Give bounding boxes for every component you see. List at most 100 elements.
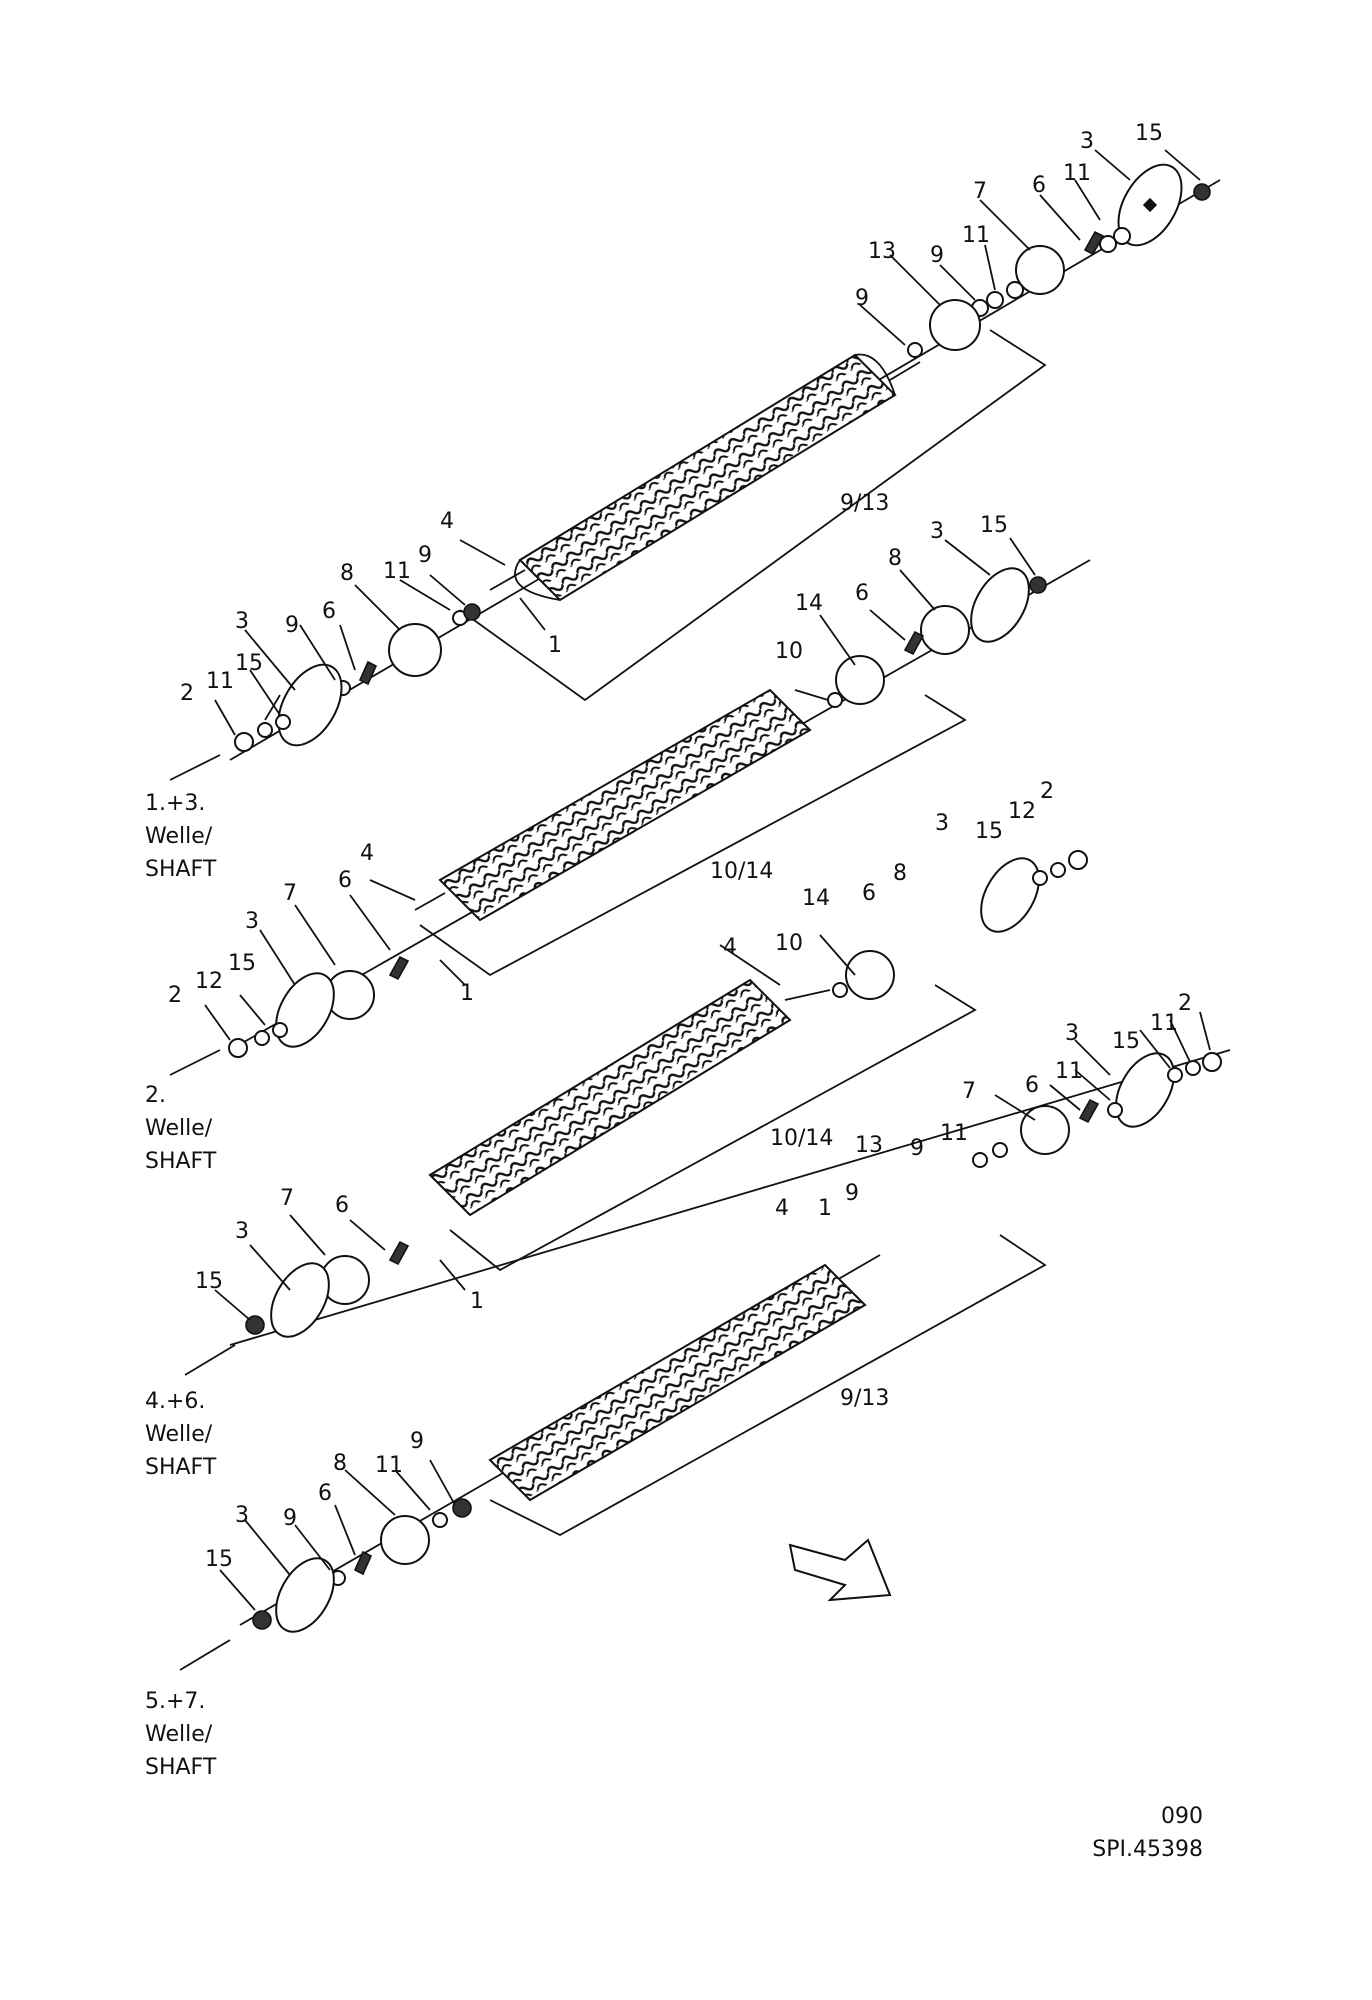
- callout: 3: [935, 811, 949, 836]
- callout: 7: [280, 1186, 294, 1211]
- shaft-assembly-1: 9/13 3 15 7 6 11 13 9: [145, 121, 1221, 882]
- callout: 11: [206, 669, 234, 694]
- washer: [272, 1022, 288, 1038]
- bracket-label: 10/14: [770, 1126, 833, 1151]
- star-wheel: [388, 623, 442, 677]
- callout: 12: [195, 969, 223, 994]
- bracket: [489, 1234, 1047, 1537]
- bearing-housing: [358, 660, 378, 686]
- callout: 6: [318, 1481, 332, 1506]
- callout: 9: [410, 1429, 424, 1454]
- brush-roller: [428, 978, 792, 1217]
- star-wheel: [920, 605, 970, 655]
- callout: 8: [340, 561, 354, 586]
- callout: 2: [180, 681, 194, 706]
- callout: 14: [795, 591, 823, 616]
- washer: [1107, 1102, 1123, 1118]
- shaft-assembly-2: 10/14 3 15 8 14 6 10 4 7 6 3: [145, 513, 1091, 1174]
- page-code: 090: [1161, 1804, 1203, 1829]
- shaft-label-4: 5.+7. Welle/ SHAFT: [145, 1689, 217, 1780]
- callout: 4: [440, 509, 454, 534]
- callout: 11: [383, 559, 411, 584]
- callout: 3: [235, 1219, 249, 1244]
- callout: 6: [338, 868, 352, 893]
- nut: [245, 1315, 265, 1335]
- square-hole: [1142, 197, 1158, 213]
- washer: [1050, 862, 1066, 878]
- callout: 7: [973, 179, 987, 204]
- bearing-housing: [1083, 230, 1105, 256]
- callouts: 3 15 7 6 11 13 9 11 9 4 8 11 9 3 9 6 2 1…: [180, 121, 1163, 706]
- washer: [1099, 235, 1117, 253]
- bearing-housing: [353, 1550, 373, 1576]
- bracket-label: 10/14: [710, 859, 773, 884]
- callout: 6: [855, 581, 869, 606]
- washer: [1006, 281, 1024, 299]
- shaft-label-1: 1.+3. Welle/ SHAFT: [145, 791, 217, 882]
- callout: 10: [775, 931, 803, 956]
- washer: [1167, 1067, 1183, 1083]
- nut: [1029, 576, 1047, 594]
- callout: 15: [975, 819, 1003, 844]
- svg-text:SHAFT: SHAFT: [145, 1455, 217, 1480]
- bracket: [419, 694, 967, 977]
- callout: 15: [205, 1547, 233, 1572]
- disc-plate: [270, 1262, 330, 1338]
- callout: 11: [375, 1453, 403, 1478]
- callout: 13: [868, 239, 896, 264]
- callout: 6: [862, 881, 876, 906]
- callouts: 3 15 8 14 6 10 4 7 6 3 15 2 12 1 12 2 3 …: [168, 513, 1054, 1008]
- callout: 6: [1032, 173, 1046, 198]
- brush-roller: [438, 688, 812, 922]
- svg-text:Welle/: Welle/: [145, 824, 213, 849]
- shaft-label-2: 2. Welle/ SHAFT: [145, 1083, 217, 1174]
- callout: 15: [195, 1269, 223, 1294]
- direction-arrow-icon: [788, 1538, 892, 1602]
- callout: 15: [235, 651, 263, 676]
- callout: 9: [283, 1506, 297, 1531]
- washer: [1032, 870, 1048, 886]
- shaft-assembly-4: 9/13 8 11 9 3 9 6 15 5.+7. Welle/ SHAFT: [145, 1234, 1047, 1780]
- callout: 15: [1135, 121, 1163, 146]
- washer: [992, 1142, 1008, 1158]
- disc-plate: [980, 857, 1040, 933]
- callout: 4: [360, 841, 374, 866]
- svg-text:Welle/: Welle/: [145, 1116, 213, 1141]
- callout: 8: [893, 861, 907, 886]
- washer: [275, 714, 291, 730]
- shaft-label-3: 4.+6. Welle/ SHAFT: [145, 1389, 217, 1480]
- washer: [254, 1030, 270, 1046]
- callout: 7: [283, 881, 297, 906]
- washer: [1113, 227, 1131, 245]
- callout: 1: [470, 1289, 484, 1314]
- washer: [432, 1512, 448, 1528]
- brush-roller: [518, 353, 897, 602]
- svg-text:1.+3.: 1.+3.: [145, 791, 205, 816]
- callouts: 8 11 9 3 9 6 15: [205, 1429, 424, 1572]
- svg-text:SHAFT: SHAFT: [145, 1149, 217, 1174]
- callout: 4: [723, 935, 737, 960]
- disc-plate: [275, 972, 335, 1048]
- callout: 9: [910, 1136, 924, 1161]
- callout: 4: [775, 1196, 789, 1221]
- brush-roller: [488, 1263, 867, 1502]
- callout: 2: [1040, 779, 1054, 804]
- callout: 15: [1112, 1029, 1140, 1054]
- callout: 14: [802, 886, 830, 911]
- callout: 3: [235, 1503, 249, 1528]
- callout: 8: [333, 1451, 347, 1476]
- star-wheel: [929, 299, 981, 351]
- shaft-axis: [229, 1049, 1231, 1346]
- drawing-reference: 090 SPI.45398: [1092, 1804, 1203, 1862]
- svg-text:SHAFT: SHAFT: [145, 1755, 217, 1780]
- star-wheel: [1020, 1105, 1070, 1155]
- ring: [234, 732, 254, 752]
- callout: 3: [1065, 1021, 1079, 1046]
- callout: 11: [1063, 161, 1091, 186]
- svg-text:2.: 2.: [145, 1083, 166, 1108]
- callout: 6: [322, 599, 336, 624]
- washer: [832, 982, 848, 998]
- bracket-label: 9/13: [840, 1386, 889, 1411]
- bracket-label: 9/13: [840, 491, 889, 516]
